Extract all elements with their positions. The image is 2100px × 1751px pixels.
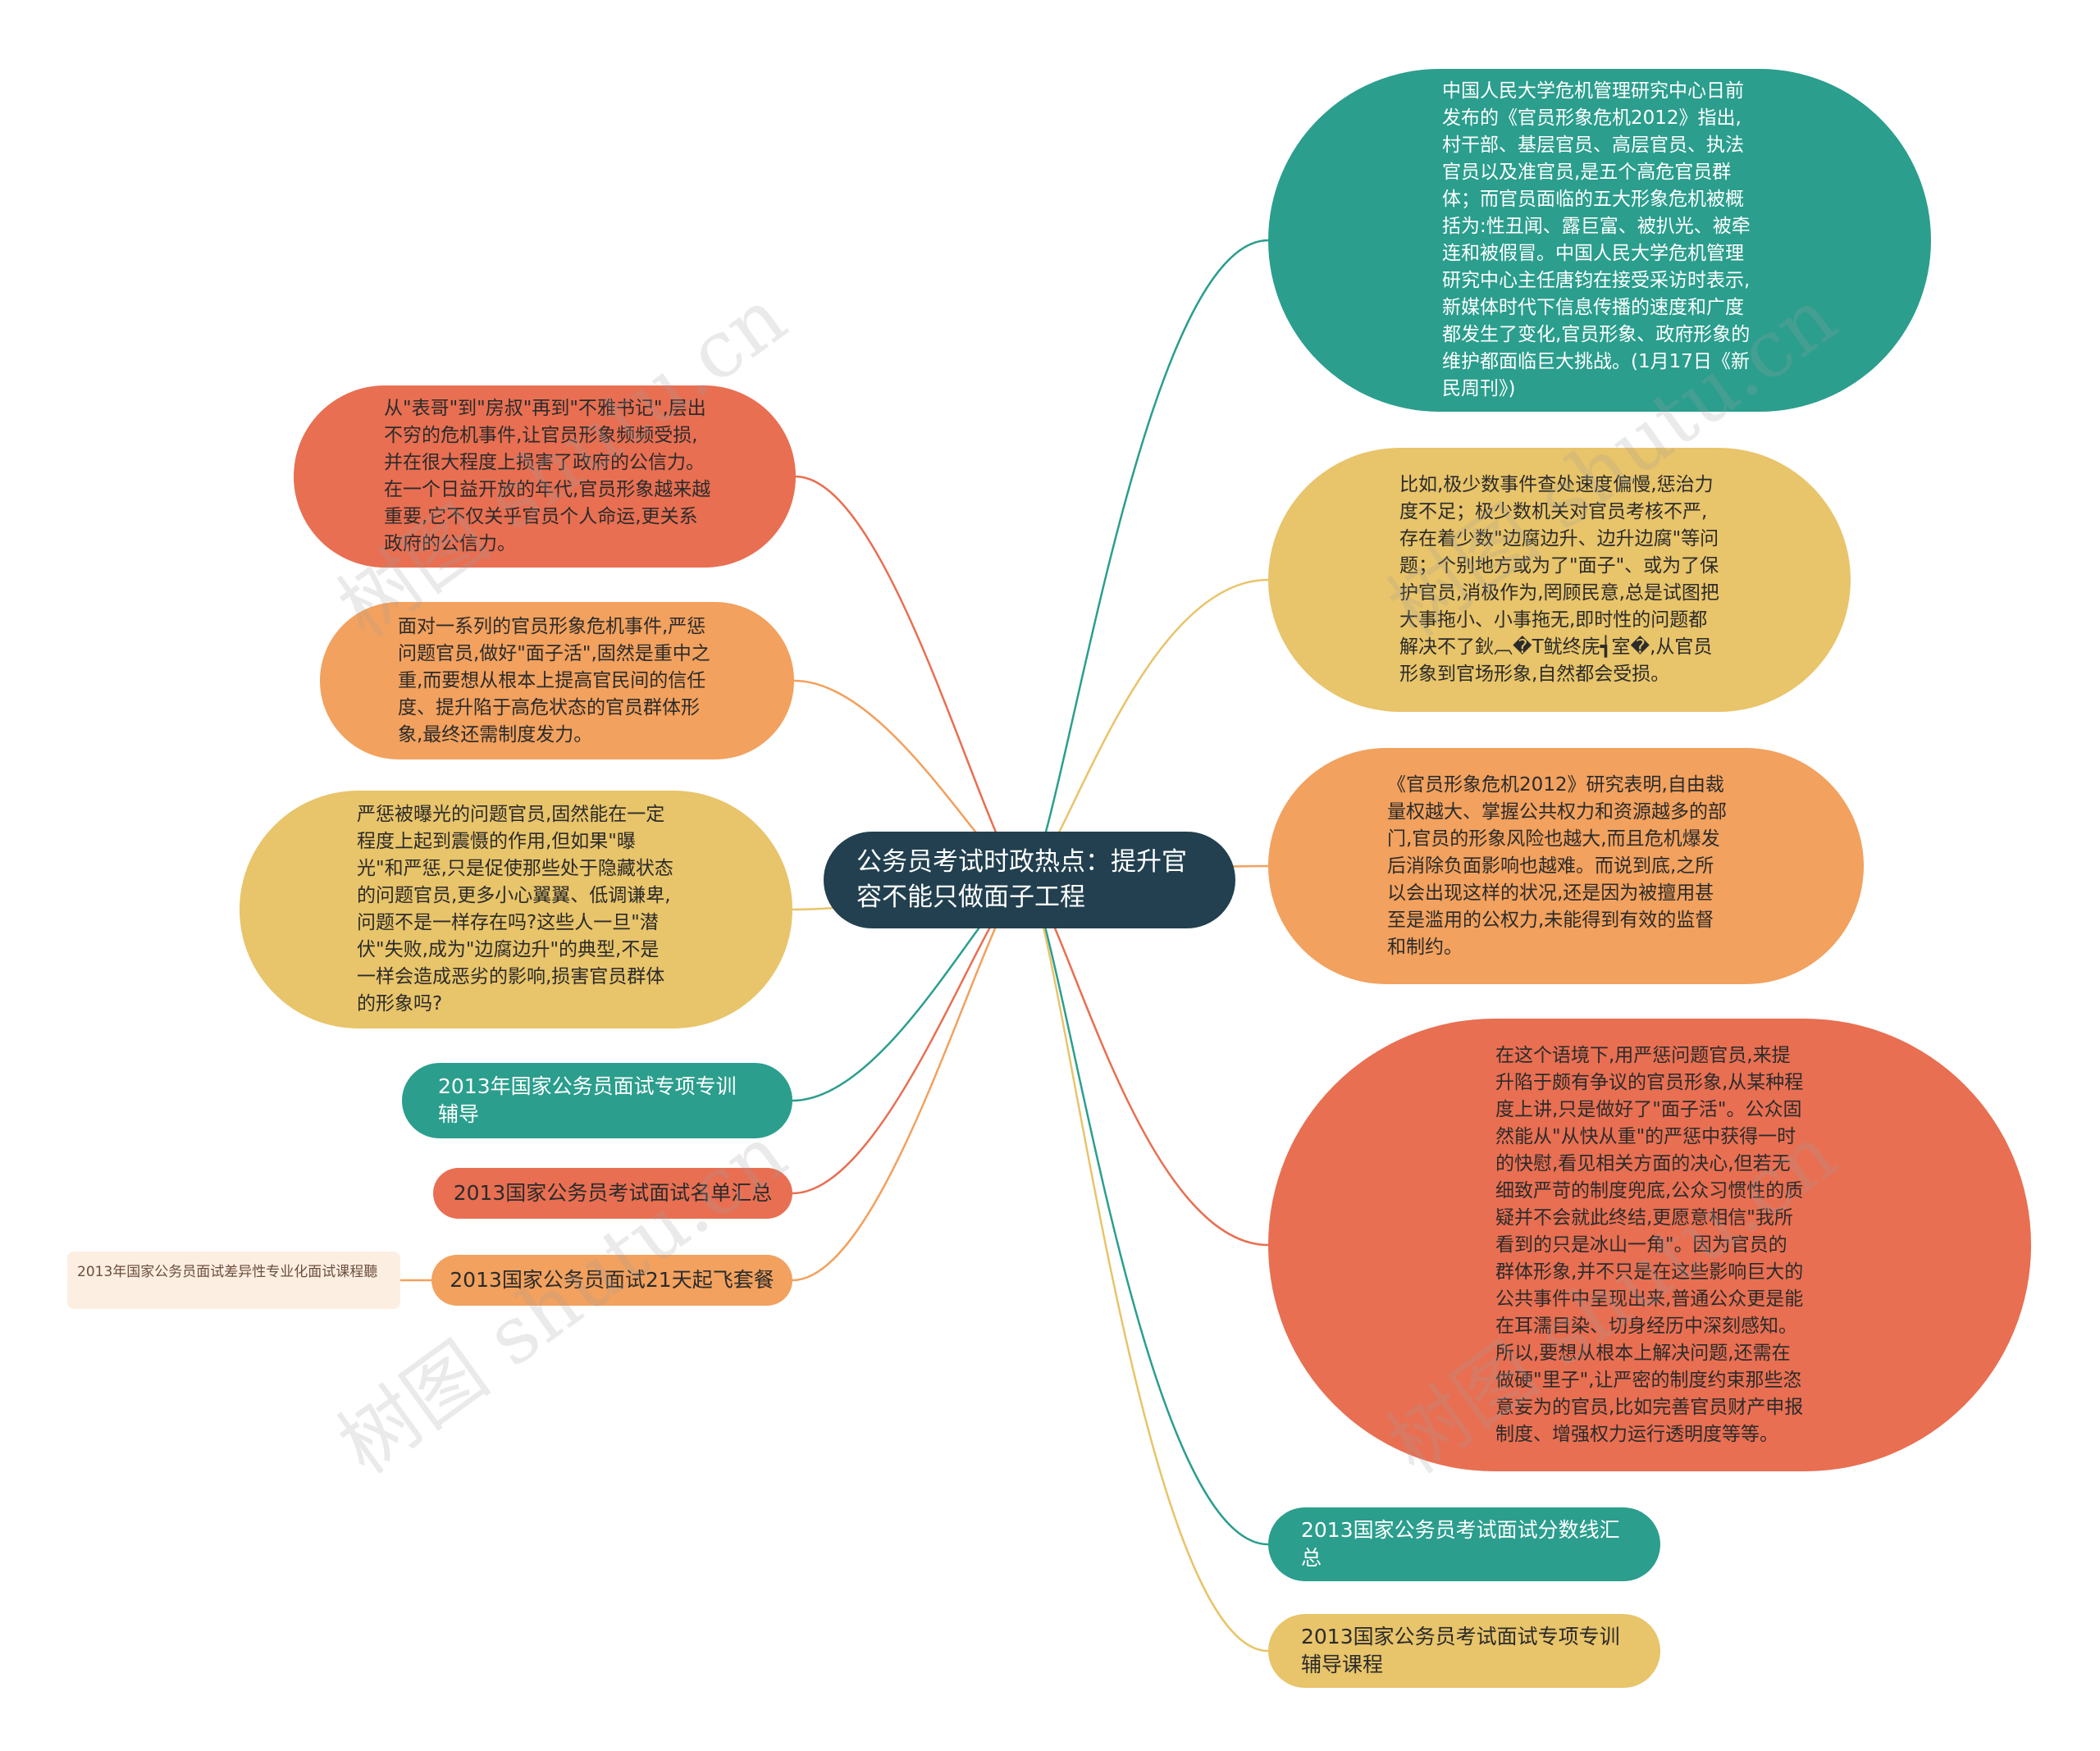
topic-node-left-2[interactable]: 面对一系列的官员形象危机事件,严惩问题官员,做好"面子活",固然是重中之重,而要… [320, 602, 794, 759]
topic-node-text: 在这个语境下,用严惩问题官员,来提升陷于颇有争议的官员形象,从某种程度上讲,只是… [1495, 1044, 1804, 1445]
topic-node-text: 2013国家公务员考试面试专项专训辅导课程 [1301, 1625, 1620, 1676]
leaf-node[interactable]: 2013年国家公务员面试差异性专业化面试课程聽 [67, 1252, 400, 1309]
topic-node-text: 2013年国家公务员面试专项专训辅导 [438, 1074, 737, 1126]
central-topic-label: 公务员考试时政热点：提升官容不能只做面子工程 [856, 847, 1187, 912]
topic-node-right-3[interactable]: 《官员形象危机2012》研究表明,自由裁量权越大、掌握公共权力和资源越多的部门,… [1268, 748, 1864, 984]
topic-node-text: 《官员形象危机2012》研究表明,自由裁量权越大、掌握公共权力和资源越多的部门,… [1387, 773, 1727, 958]
topic-node-left-5[interactable]: 2013国家公务员考试面试名单汇总 [433, 1168, 792, 1219]
topic-node-right-4[interactable]: 在这个语境下,用严惩问题官员,来提升陷于颇有争议的官员形象,从某种程度上讲,只是… [1268, 1019, 2031, 1471]
connector-left-1 [795, 475, 1026, 882]
topic-node-text: 比如,极少数事件查处速度偏慢,惩治力度不足；极少数机关对官员考核不严,存在着少数… [1399, 474, 1719, 685]
topic-node-right-2[interactable]: 比如,极少数事件查处速度偏慢,惩治力度不足；极少数机关对官员考核不严,存在着少数… [1268, 448, 1851, 712]
topic-node-text: 2013国家公务员考试面试分数线汇总 [1301, 1518, 1620, 1570]
topic-node-left-6[interactable]: 2013国家公务员面试21天起飞套餐 [431, 1255, 792, 1306]
topic-node-right-5[interactable]: 2013国家公务员考试面试分数线汇总 [1268, 1507, 1660, 1581]
connector-right-4 [1025, 878, 1269, 1247]
connector-right-1 [1025, 239, 1269, 882]
topic-node-left-3[interactable]: 严惩被曝光的问题官员,固然能在一定程度上起到震慑的作用,但如果"曝光"和严惩,只… [240, 791, 792, 1028]
topic-node-text: 严惩被曝光的问题官员,固然能在一定程度上起到震慑的作用,但如果"曝光"和严惩,只… [357, 804, 673, 1015]
topic-node-text: 面对一系列的官员形象危机事件,严惩问题官员,做好"面子活",固然是重中之重,而要… [398, 615, 710, 746]
topic-node-right-6[interactable]: 2013国家公务员考试面试专项专训辅导课程 [1268, 1614, 1660, 1688]
central-topic[interactable]: 公务员考试时政热点：提升官容不能只做面子工程 [824, 832, 1235, 928]
topic-node-right-1[interactable]: 中国人民大学危机管理研究中心日前发布的《官员形象危机2012》指出,村干部、基层… [1268, 69, 1931, 412]
leaf-node-text: 2013年国家公务员面试差异性专业化面试课程聽 [77, 1264, 378, 1280]
connector-right-5 [1025, 878, 1269, 1546]
topic-node-text: 2013国家公务员面试21天起飞套餐 [450, 1268, 774, 1292]
topic-node-left-1[interactable]: 从"表哥"到"房叔"再到"不雅书记",层出不穷的危机事件,让官员形象频频受损,并… [294, 385, 796, 568]
topic-node-text: 中国人民大学危机管理研究中心日前发布的《官员形象危机2012》指出,村干部、基层… [1442, 80, 1751, 399]
topic-node-left-4[interactable]: 2013年国家公务员面试专项专训辅导 [402, 1063, 792, 1138]
topic-node-text: 从"表哥"到"房叔"再到"不雅书记",层出不穷的危机事件,让官员形象频频受损,并… [384, 398, 711, 554]
topic-node-text: 2013国家公务员考试面试名单汇总 [453, 1181, 773, 1205]
